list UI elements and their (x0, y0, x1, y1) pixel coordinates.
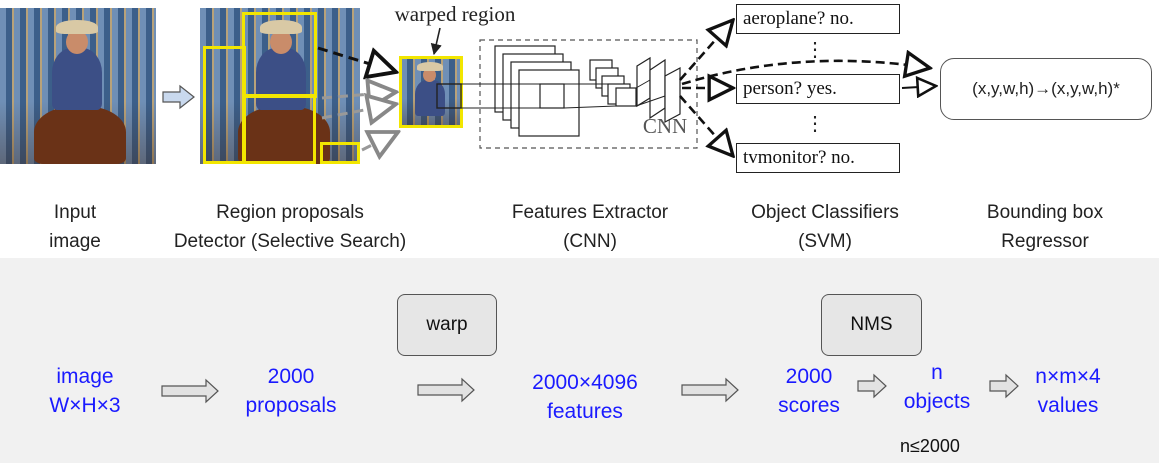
dashed-arrow (679, 20, 733, 81)
dashed-arrow (321, 92, 396, 98)
n-constraint: n≤2000 (900, 436, 960, 456)
input-image (0, 8, 156, 164)
proposal-box (320, 142, 360, 164)
flow-step-line: features (547, 400, 623, 423)
flow-step-scores: 2000 scores (764, 362, 854, 420)
flow-step-line: n (931, 361, 943, 384)
stage-label-line: image (49, 231, 101, 252)
stage-label-features-extractor: Features Extractor (CNN) (480, 198, 700, 256)
cnn-layers (494, 45, 681, 137)
flow-arrows (161, 373, 1019, 404)
stage-label-line: Bounding box (986, 202, 1104, 223)
flow-step-features: 2000×4096 features (505, 368, 665, 426)
flow-step-line: 2000 (785, 365, 833, 388)
nms-operation-box: NMS (821, 294, 922, 356)
flow-step-proposals: 2000 proposals (226, 362, 356, 420)
solid-arrow (901, 86, 936, 88)
stage-label-line: (CNN) (563, 231, 617, 252)
flow-step-line: scores (778, 394, 840, 417)
classifier-output-tvmonitor: tvmonitor? no. (736, 143, 900, 173)
warp-operation-box: warp (397, 294, 497, 356)
proposal-box (242, 94, 316, 164)
dashed-arrow (679, 95, 733, 156)
flow-step-line: W×H×3 (49, 394, 121, 417)
dashed-arrow (361, 132, 398, 150)
ellipsis: ⋮ (805, 39, 825, 61)
warped-region-pointer (430, 27, 442, 56)
regressor-box: (x,y,w,h)→(x,y,w,h)* (940, 58, 1152, 120)
dashed-arrow (321, 104, 396, 118)
flow-step-objects: n objects (892, 358, 982, 416)
cnn-container (479, 39, 698, 149)
stage-label-line: Input (53, 202, 97, 223)
operation-label: NMS (850, 314, 893, 335)
stage-label-line: Region proposals (216, 202, 364, 223)
flow-step-line: values (1037, 394, 1099, 417)
stage-label-region-proposals: Region proposals Detector (Selective Sea… (140, 198, 440, 256)
stage-label-line: Detector (Selective Search) (173, 231, 407, 252)
stage-label-line: (SVM) (798, 231, 852, 252)
flow-step-line: 2000 (267, 365, 315, 388)
flow-step-line: n×m×4 (1035, 365, 1101, 388)
regressor-formula: (x,y,w,h)→(x,y,w,h)* (972, 79, 1120, 98)
warped-region-label: warped region (394, 2, 516, 26)
stage-label-object-classifiers: Object Classifiers (SVM) (720, 198, 930, 256)
stage-label-line: Features Extractor (511, 202, 669, 223)
operation-label: warp (426, 314, 468, 335)
flow-step-values: n×m×4 values (1018, 362, 1118, 420)
warped-region-image (401, 58, 460, 126)
flow-step-line: 2000×4096 (532, 371, 638, 394)
classifier-output-person: person? yes. (736, 74, 900, 104)
classifier-output-aeroplane: aeroplane? no. (736, 4, 900, 34)
dashed-arrow (317, 46, 396, 72)
warp-region-focus (436, 83, 462, 109)
block-arrow (162, 84, 195, 110)
ellipsis: ⋮ (805, 113, 825, 135)
stage-label-input: Input image (20, 198, 130, 256)
flow-step-line: proposals (245, 394, 337, 417)
stage-label-line: Regressor (1001, 231, 1089, 252)
flow-step-line: objects (903, 390, 971, 413)
region-proposals-image (200, 8, 360, 164)
flow-step-line: image (56, 365, 114, 388)
stage-label-line: Object Classifiers (751, 202, 899, 223)
flow-step-image: image W×H×3 (30, 362, 140, 420)
stage-label-bbox-regressor: Bounding box Regressor (950, 198, 1140, 256)
dashed-arrow (681, 61, 930, 86)
